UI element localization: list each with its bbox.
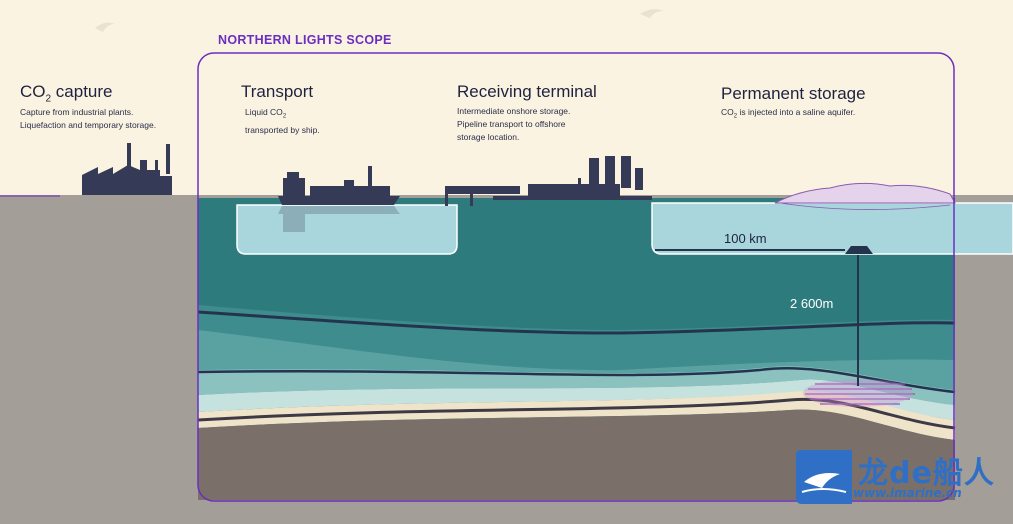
scope-frame [197, 52, 955, 502]
watermark-logo-icon [796, 450, 852, 504]
factory-icon [82, 143, 172, 195]
harbour-water [236, 204, 458, 255]
offshore-platform [774, 182, 956, 204]
stage-capture-title: CO2 capture [20, 82, 113, 105]
stratum-4 [198, 379, 955, 420]
depth-label: 2 600m [790, 296, 834, 311]
stratum-3 [198, 366, 955, 405]
gull-icon [95, 22, 115, 32]
pipeline-distance-label: 100 km [724, 231, 767, 246]
terminal-icon [445, 156, 652, 206]
open-sea [651, 202, 1013, 255]
stratum-2 [198, 330, 955, 390]
stage-storage-title: Permanent storage [721, 84, 866, 103]
scope-title: NORTHERN LIGHTS SCOPE [218, 33, 392, 47]
subsea-template-icon [845, 246, 873, 254]
deep-rock [198, 409, 955, 500]
stage-transport-title: Transport [241, 82, 314, 101]
stage-storage-desc: CO2 is injected into a saline aquifer. [721, 107, 856, 120]
stage-capture-desc: Capture from industrial plants. Liquefac… [20, 107, 157, 130]
reservoir [805, 383, 915, 405]
stage-terminal-title: Receiving terminal [457, 82, 597, 101]
stratum-lines [197, 310, 956, 335]
stratum-1 [198, 305, 955, 371]
stage-terminal-desc: Intermediate onshore storage. Pipeline t… [457, 106, 571, 142]
watermark-url: www.imarine.cn [853, 486, 962, 500]
gull-icon [640, 9, 664, 18]
watermark-brand: 龙de船人 [858, 456, 995, 491]
ship-icon [278, 166, 400, 205]
stage-transport-desc: Liquid CO2 transported by ship. [245, 107, 320, 135]
